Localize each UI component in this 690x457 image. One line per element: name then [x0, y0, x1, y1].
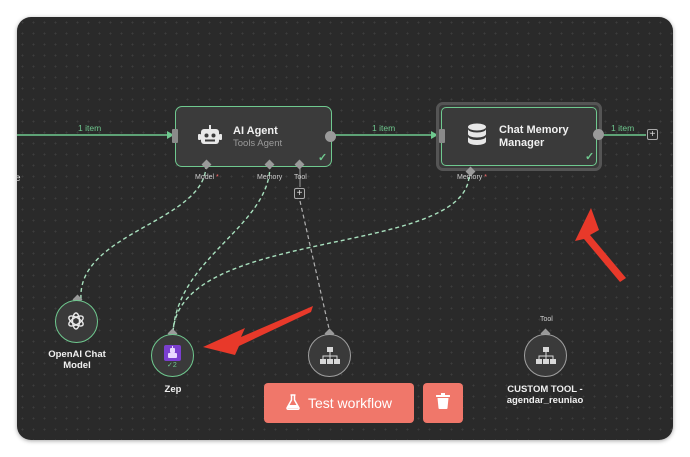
memory-manager-memory-label: Memory *: [457, 174, 487, 181]
zep-run-badge: ✓2: [167, 362, 177, 369]
memory-item-count: 1 item: [611, 123, 635, 133]
memory-manager-memory-connection[interactable]: [172, 176, 470, 334]
memory-arrowhead: [431, 131, 438, 139]
memory-title-line2: Manager: [499, 137, 545, 149]
memory-title-line1: Chat Memory: [499, 124, 569, 136]
workflow-canvas[interactable]: 1 item 1 item 1 item + e AI Agent Tools …: [17, 17, 673, 440]
connection-layer: [17, 131, 646, 355]
zep-label: Zep: [164, 384, 182, 395]
tool-port-label: Tool: [294, 174, 307, 181]
tool-connection[interactable]: [299, 200, 331, 334]
custom-tool-sitemap-icon: [536, 347, 556, 370]
openai-label: OpenAI Chat Model: [48, 349, 106, 371]
incoming-item-count: 1 item: [78, 123, 102, 133]
tool-node[interactable]: [308, 334, 351, 377]
annotation-arrow-memory: [575, 208, 626, 282]
chat-memory-manager-node[interactable]: Chat Memory Manager ✓: [436, 102, 604, 171]
custom-tool-node[interactable]: [524, 334, 567, 377]
zep-node[interactable]: ✓2: [151, 334, 194, 377]
agent-output-port[interactable]: [325, 131, 336, 142]
success-check-icon: ✓: [318, 152, 328, 164]
custom-tool-port-label: Tool: [540, 316, 553, 323]
zep-icon: [164, 345, 181, 361]
agent-memory-connection[interactable]: [172, 164, 271, 334]
agent-item-count: 1 item: [372, 123, 396, 133]
agent-subtitle: Tools Agent: [233, 138, 283, 149]
delete-button[interactable]: [423, 383, 463, 423]
add-tool-button[interactable]: +: [294, 188, 305, 199]
add-node-after-memory-button[interactable]: +: [647, 129, 658, 140]
model-connection[interactable]: [80, 164, 207, 300]
database-icon: [467, 123, 487, 152]
ai-agent-node[interactable]: AI Agent Tools Agent ✓: [172, 106, 336, 167]
agent-memory-port-label: Memory: [257, 174, 283, 181]
openai-chat-model-node[interactable]: [55, 300, 98, 343]
sitemap-icon: [320, 347, 340, 370]
trash-icon: [436, 392, 450, 414]
robot-icon: [198, 125, 222, 152]
agent-title: AI Agent: [233, 125, 278, 137]
memory-input-port[interactable]: [439, 129, 445, 143]
offscreen-label-fragment: e: [17, 173, 21, 184]
agent-input-port[interactable]: [172, 129, 178, 143]
incoming-arrowhead: [167, 131, 174, 139]
openai-icon: [66, 311, 86, 336]
annotation-arrow-zep: [203, 306, 313, 355]
flask-icon: [286, 393, 300, 413]
memory-output-port[interactable]: [593, 129, 604, 140]
test-workflow-button[interactable]: Test workflow: [264, 383, 414, 423]
custom-tool-label: CUSTOM TOOL - agendar_reuniao: [506, 384, 584, 406]
test-workflow-label: Test workflow: [307, 395, 393, 411]
memory-success-check-icon: ✓: [585, 151, 595, 163]
model-port-label: Model *: [195, 174, 219, 181]
